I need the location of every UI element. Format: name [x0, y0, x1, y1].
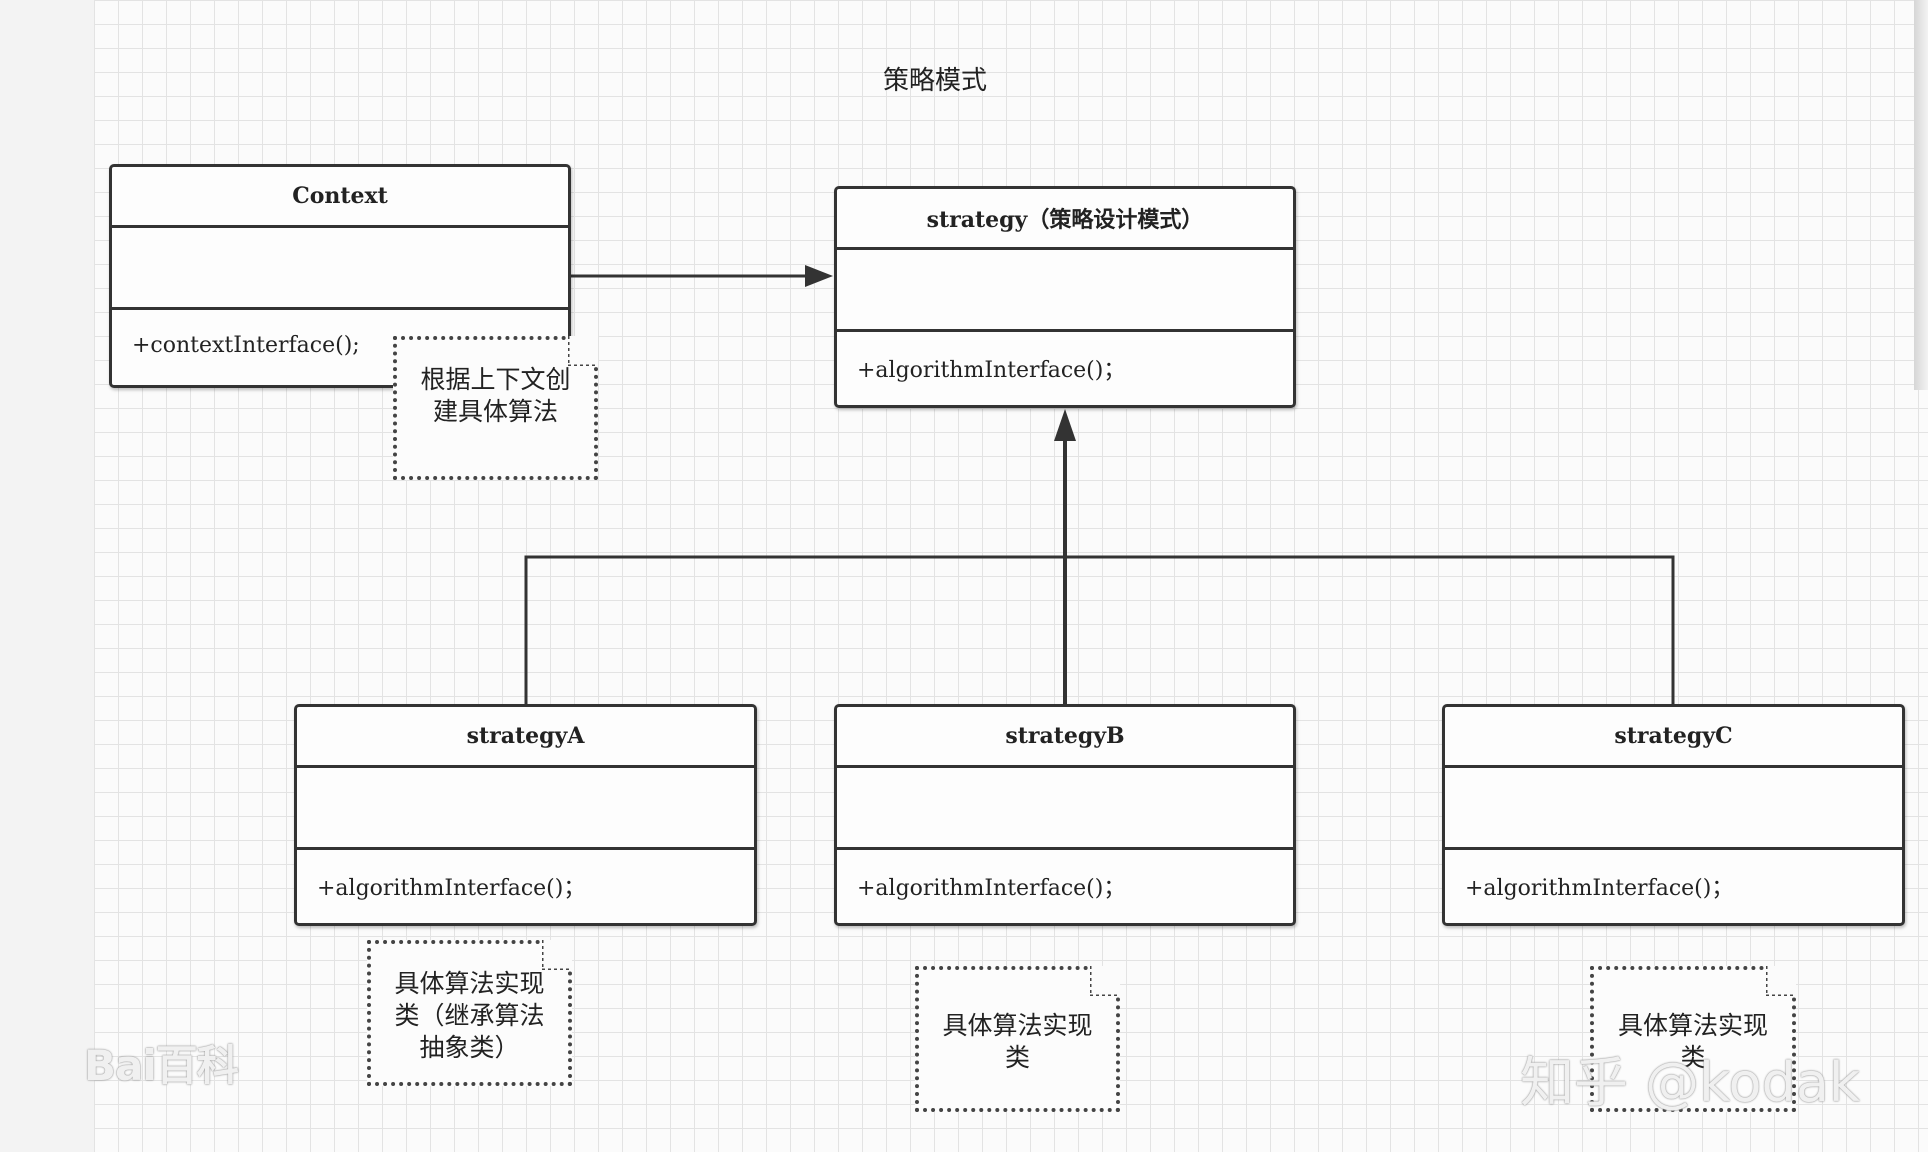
note-strategy-a[interactable]: 具体算法实现 类（继承算法 抽象类） [367, 940, 572, 1086]
attributes-section [837, 768, 1293, 850]
class-name: Context [112, 167, 568, 228]
class-operation: +algorithmInterface()； [1465, 876, 1734, 901]
zhihu-watermark: 知乎 @kodak [1520, 1051, 1861, 1114]
note-line: 具体算法实现 [1617, 1011, 1768, 1040]
note-strategy-b[interactable]: 具体算法实现 类 [915, 966, 1120, 1112]
class-strategy[interactable]: strategy（策略设计模式） +algorithmInterface()； [834, 186, 1296, 408]
attributes-section [1445, 768, 1902, 850]
folded-corner-icon [542, 940, 572, 970]
note-line: 具体算法实现 [394, 969, 545, 998]
class-name: strategyA [297, 707, 754, 768]
diagram-title: 策略模式 [882, 66, 987, 96]
class-operation: +algorithmInterface()； [857, 876, 1126, 901]
note-line: 类 [1004, 1043, 1030, 1072]
folded-corner-icon [568, 336, 598, 366]
note-context[interactable]: 根据上下文创 建具体算法 [393, 336, 598, 480]
note-strategy-c[interactable]: 具体算法实现 类 [1590, 966, 1796, 1112]
class-name: strategyB [837, 707, 1293, 768]
class-strategy-b[interactable]: strategyB +algorithmInterface()； [834, 704, 1296, 926]
note-line: 类（继承算法 [394, 1001, 545, 1030]
attributes-section [837, 250, 1293, 332]
canvas-edge-shadow [1914, 0, 1928, 390]
inheritance-branch [524, 555, 1675, 706]
note-line: 具体算法实现 [942, 1011, 1093, 1040]
attributes-section [112, 228, 568, 310]
folded-corner-icon [1766, 966, 1796, 996]
class-strategy-c[interactable]: strategyC +algorithmInterface()； [1442, 704, 1905, 926]
class-operation: +algorithmInterface()； [317, 876, 586, 901]
note-line: 根据上下文创 [420, 365, 571, 394]
attributes-section [297, 768, 754, 850]
inheritance-arrowhead [1054, 409, 1076, 441]
note-line: 建具体算法 [432, 397, 558, 426]
class-name: strategyC [1445, 707, 1902, 768]
association-arrowhead [805, 265, 833, 287]
baidu-watermark: Bai百科 [84, 1041, 239, 1090]
class-operation: +contextInterface(); [132, 332, 360, 358]
class-operation: +algorithmInterface()； [857, 358, 1126, 383]
note-line: 抽象类） [419, 1033, 520, 1062]
folded-corner-icon [1090, 966, 1120, 996]
class-strategy-a[interactable]: strategyA +algorithmInterface()； [294, 704, 757, 926]
note-line: 类 [1680, 1043, 1706, 1072]
class-name: strategy（策略设计模式） [837, 189, 1293, 250]
